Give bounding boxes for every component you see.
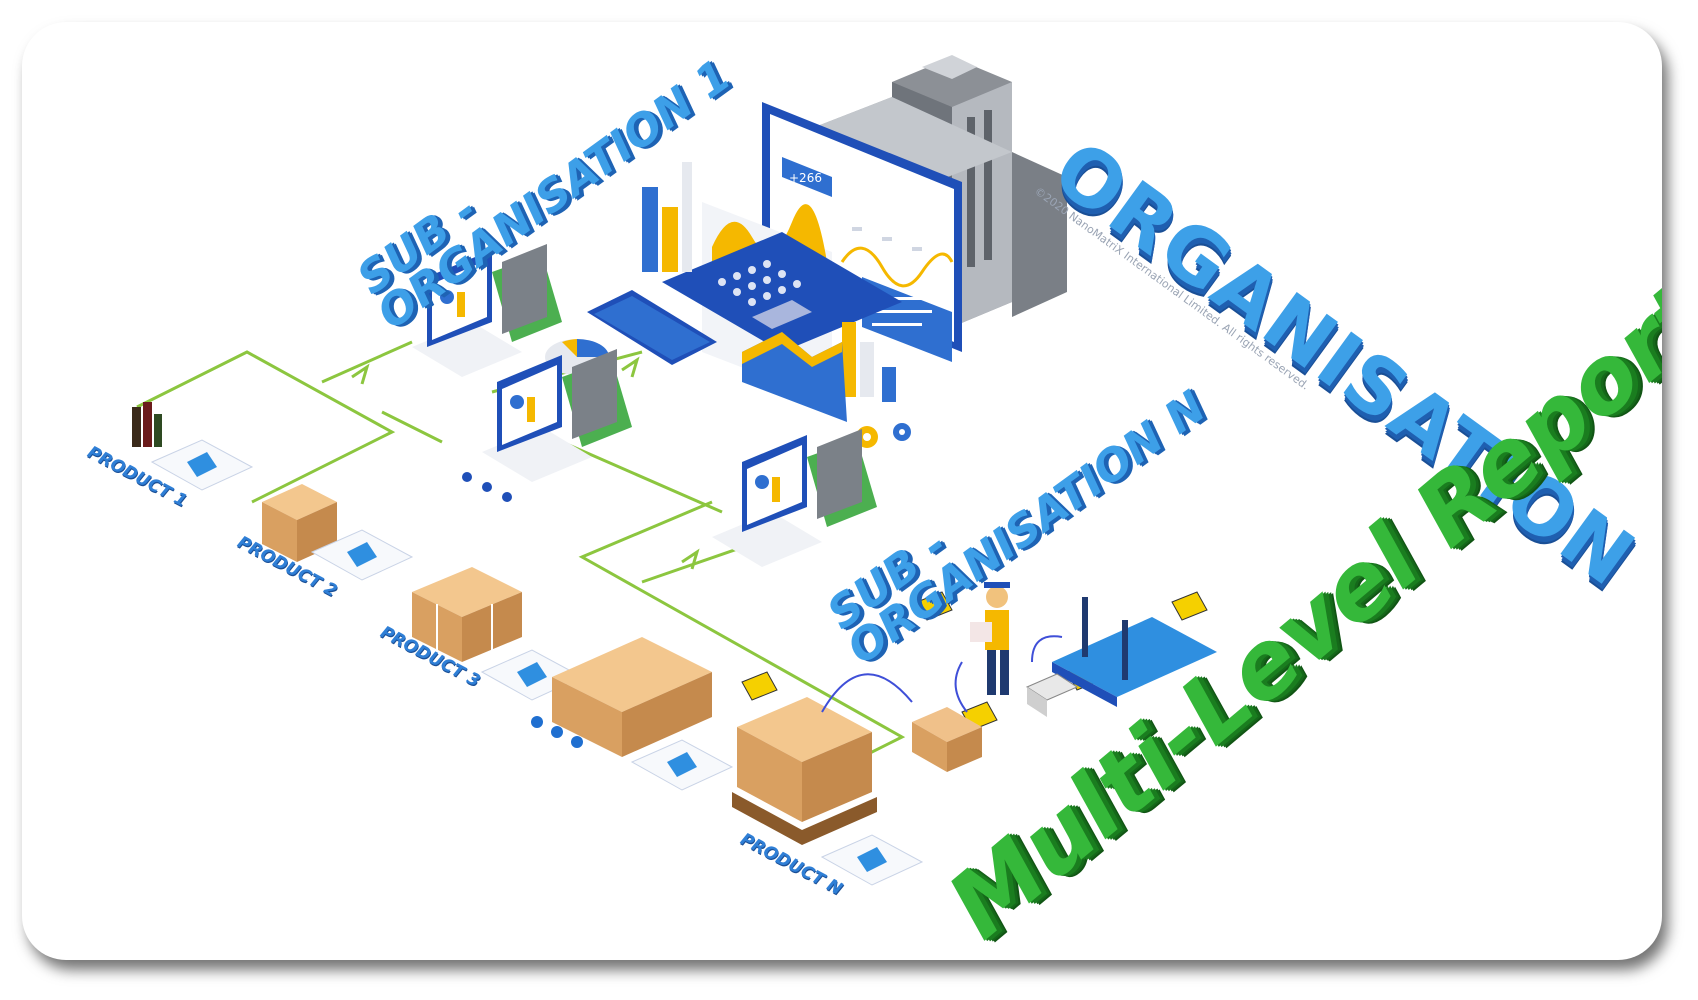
product-n-report-card: [820, 834, 924, 886]
product-1-bottles: [132, 402, 162, 447]
flow-arrows: [821, 635, 1063, 713]
sub-org-1-workstation-a: [412, 244, 562, 377]
barcode-scanner-icons: [741, 591, 1208, 731]
isometric-scene: +266: [132, 55, 1217, 886]
product-2-report-card: [310, 529, 414, 581]
shopping-basket: [1025, 673, 1079, 717]
area-chart: [742, 332, 847, 422]
product-bulk-boxes: [552, 637, 712, 757]
warehouse-worker: [970, 582, 1010, 695]
product-bulk-report-card: [630, 739, 734, 791]
diagram-card: +266: [22, 22, 1662, 960]
ellipsis-dots: [531, 716, 583, 748]
sub-org-1-workstation-b: [462, 349, 632, 502]
tablet: [587, 290, 717, 365]
conveyor-table: [1052, 597, 1217, 707]
sub-org-n-workstation: [712, 429, 877, 567]
product-1-report-card: [150, 439, 254, 491]
dashboard-badge: +266: [789, 171, 822, 185]
product-3-boxes: [412, 567, 522, 662]
product-n-pallet: [732, 697, 877, 845]
bar-chart-right: [842, 322, 896, 402]
bar-chart-left: [642, 162, 692, 272]
open-box: [912, 707, 982, 772]
gear-icons: [856, 423, 911, 448]
connector-arrows: [351, 356, 700, 570]
